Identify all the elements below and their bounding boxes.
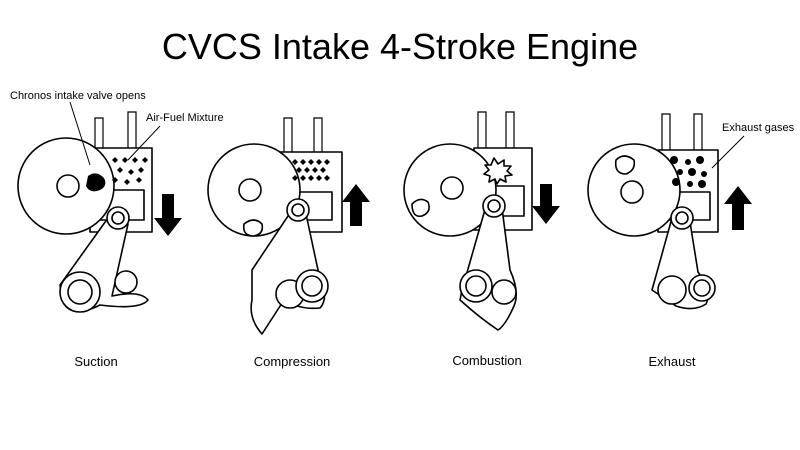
air-fuel-label: Air-Fuel Mixture bbox=[146, 112, 224, 124]
engine-combustion bbox=[403, 111, 560, 331]
air-fuel-particles bbox=[112, 157, 148, 185]
exhaust-gases-label: Exhaust gases bbox=[722, 122, 795, 134]
engine-suction bbox=[17, 101, 182, 313]
arrow-down bbox=[532, 184, 560, 224]
valve-opens-label: Chronos intake valve opens bbox=[10, 90, 146, 102]
stage-label-compression: Compression bbox=[253, 354, 331, 369]
exhaust-particles bbox=[670, 156, 707, 188]
stage-label-combustion: Combustion bbox=[452, 353, 522, 368]
arrow-up bbox=[724, 186, 752, 230]
arrow-up bbox=[342, 184, 370, 226]
stage-label-exhaust: Exhaust bbox=[648, 354, 696, 369]
arrow-down bbox=[154, 194, 182, 236]
engine-exhaust bbox=[587, 113, 752, 310]
stage-label-suction: Suction bbox=[74, 354, 118, 369]
spark-icon bbox=[483, 157, 513, 185]
page-title: CVCS Intake 4-Stroke Engine bbox=[161, 26, 639, 67]
engine-compression bbox=[207, 117, 370, 335]
